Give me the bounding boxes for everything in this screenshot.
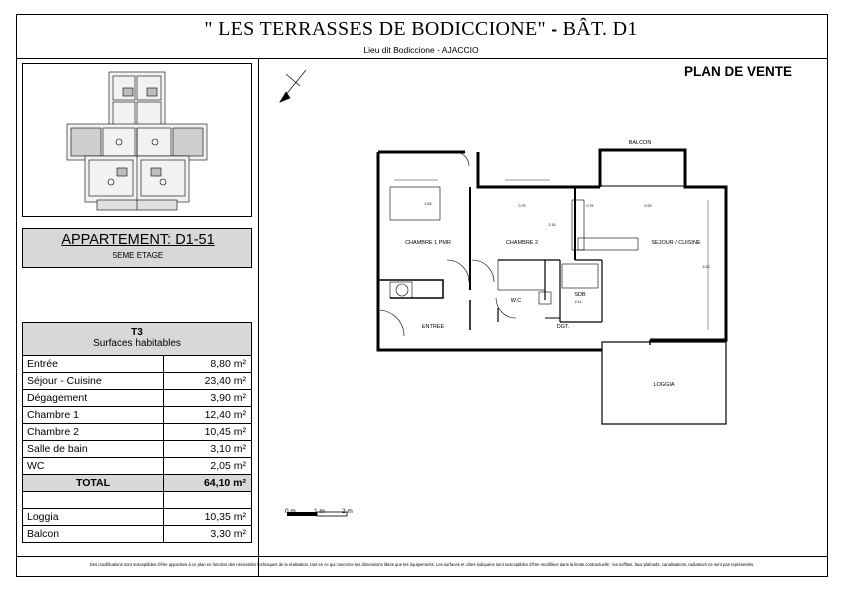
dimension-label: 2.16	[549, 223, 556, 227]
key-plan-drawing	[66, 71, 208, 211]
room-wc: W.C	[511, 298, 521, 304]
header-divider	[16, 58, 828, 59]
row-label: Chambre 2	[23, 424, 164, 440]
spacer-cell	[23, 492, 164, 508]
row-value: 23,40 m²	[204, 375, 246, 387]
row-value: 10,35 m²	[204, 511, 246, 523]
total-label: TOTAL	[23, 475, 164, 491]
footer-divider	[16, 556, 828, 557]
row-label: Entrée	[23, 356, 164, 372]
apartment-title: APPARTEMENT: D1-51	[61, 232, 215, 248]
row-label: Loggia	[23, 509, 164, 525]
dimension-label: 0.75	[519, 204, 526, 208]
spacer-cell	[164, 492, 251, 508]
project-title: " LES TERRASSES DE BODICCIONE" - BÂT. D1	[0, 18, 842, 41]
room-sdb: SDB	[574, 292, 586, 298]
table-row: Séjour - Cuisine 23,40 m²	[23, 373, 251, 390]
footer-disclaimer: Des modifications sont susceptibles d'êt…	[89, 562, 755, 567]
floor-plan: BALCON CHAMBRE 1 PMR CHAMBRE 2 SEJOUR / …	[279, 69, 728, 425]
dimension-label: 2.63	[425, 202, 432, 206]
row-value: 8,80 m²	[210, 358, 246, 370]
table-row: Loggia 10,35 m²	[23, 509, 251, 526]
scale-label: 2 m	[342, 508, 353, 515]
table-row: Salle de bain 3,10 m²	[23, 441, 251, 458]
title-dash: -	[551, 20, 558, 39]
row-value: 12,40 m²	[204, 409, 246, 421]
surfaces-table: T3 Surfaces habitables Entrée 8,80 m² Séj…	[22, 322, 252, 543]
row-value: 3,10 m²	[210, 443, 246, 455]
building-name: BÂT. D1	[562, 18, 638, 40]
room-entree: ENTREE	[422, 324, 445, 330]
table-row: WC 2,05 m²	[23, 458, 251, 475]
scale-bar	[287, 511, 348, 517]
table-row: Chambre 2 10,45 m²	[23, 424, 251, 441]
row-value: 3,30 m²	[210, 528, 246, 540]
apartment-box: APPARTEMENT: D1-51 5EME ETAGE	[22, 228, 252, 268]
location-subtitle: Lieu dit Bodiccione - AJACCIO	[363, 45, 479, 55]
scale-label: 1 m	[314, 508, 325, 515]
surfaces-heading: Surfaces habitables	[93, 338, 181, 349]
project-name: " LES TERRASSES DE BODICCIONE"	[204, 18, 546, 40]
plan-type-label: PLAN DE VENTE	[684, 64, 793, 79]
row-label: Dégagement	[23, 390, 164, 406]
row-label: Balcon	[23, 526, 164, 542]
row-label: Salle de bain	[23, 441, 164, 457]
north-arrow-icon	[279, 69, 307, 103]
dimension-label: 5.20	[703, 265, 710, 269]
total-value: 64,10 m²	[203, 477, 246, 489]
room-chambre2: CHAMBRE 2	[506, 240, 538, 246]
room-labels: BALCON CHAMBRE 1 PMR CHAMBRE 2 SEJOUR / …	[405, 140, 701, 388]
table-row: Chambre 1 12,40 m²	[23, 407, 251, 424]
table-row: Dégagement 3,90 m²	[23, 390, 251, 407]
spacer-row	[23, 492, 251, 509]
apartment-type: T3	[131, 327, 143, 338]
row-value: 3,90 m²	[210, 392, 246, 404]
apartment-floor: 5EME ETAGE	[112, 251, 164, 260]
total-row: TOTAL 64,10 m²	[23, 475, 251, 492]
room-dgt: DGT.	[557, 324, 570, 330]
row-value: 10,45 m²	[204, 426, 246, 438]
row-label: Séjour - Cuisine	[23, 373, 164, 389]
column-divider	[258, 58, 259, 577]
room-sejour: SEJOUR / CUISINE	[651, 240, 701, 246]
room-balcon: BALCON	[629, 140, 652, 146]
row-label: Chambre 1	[23, 407, 164, 423]
key-plan	[22, 63, 252, 217]
table-row: Entrée 8,80 m²	[23, 356, 251, 373]
room-loggia: LOGGIA	[653, 382, 674, 388]
surfaces-header: T3 Surfaces habitables	[23, 323, 251, 356]
table-row: Balcon 3,30 m²	[23, 526, 251, 542]
dimension-label: 0.93	[645, 204, 652, 208]
dimension-label: 2.11	[575, 300, 582, 304]
row-label: WC	[23, 458, 164, 474]
walls	[376, 148, 728, 425]
room-chambre1: CHAMBRE 1 PMR	[405, 240, 451, 246]
row-value: 2,05 m²	[210, 460, 246, 472]
dimension-labels: 2.63 0.75 2.16 0.75 0.93 5.20 2.11	[425, 202, 710, 304]
page-frame	[16, 14, 828, 577]
dimension-label: 0.75	[587, 204, 594, 208]
scale-label: 0 m	[285, 508, 296, 515]
